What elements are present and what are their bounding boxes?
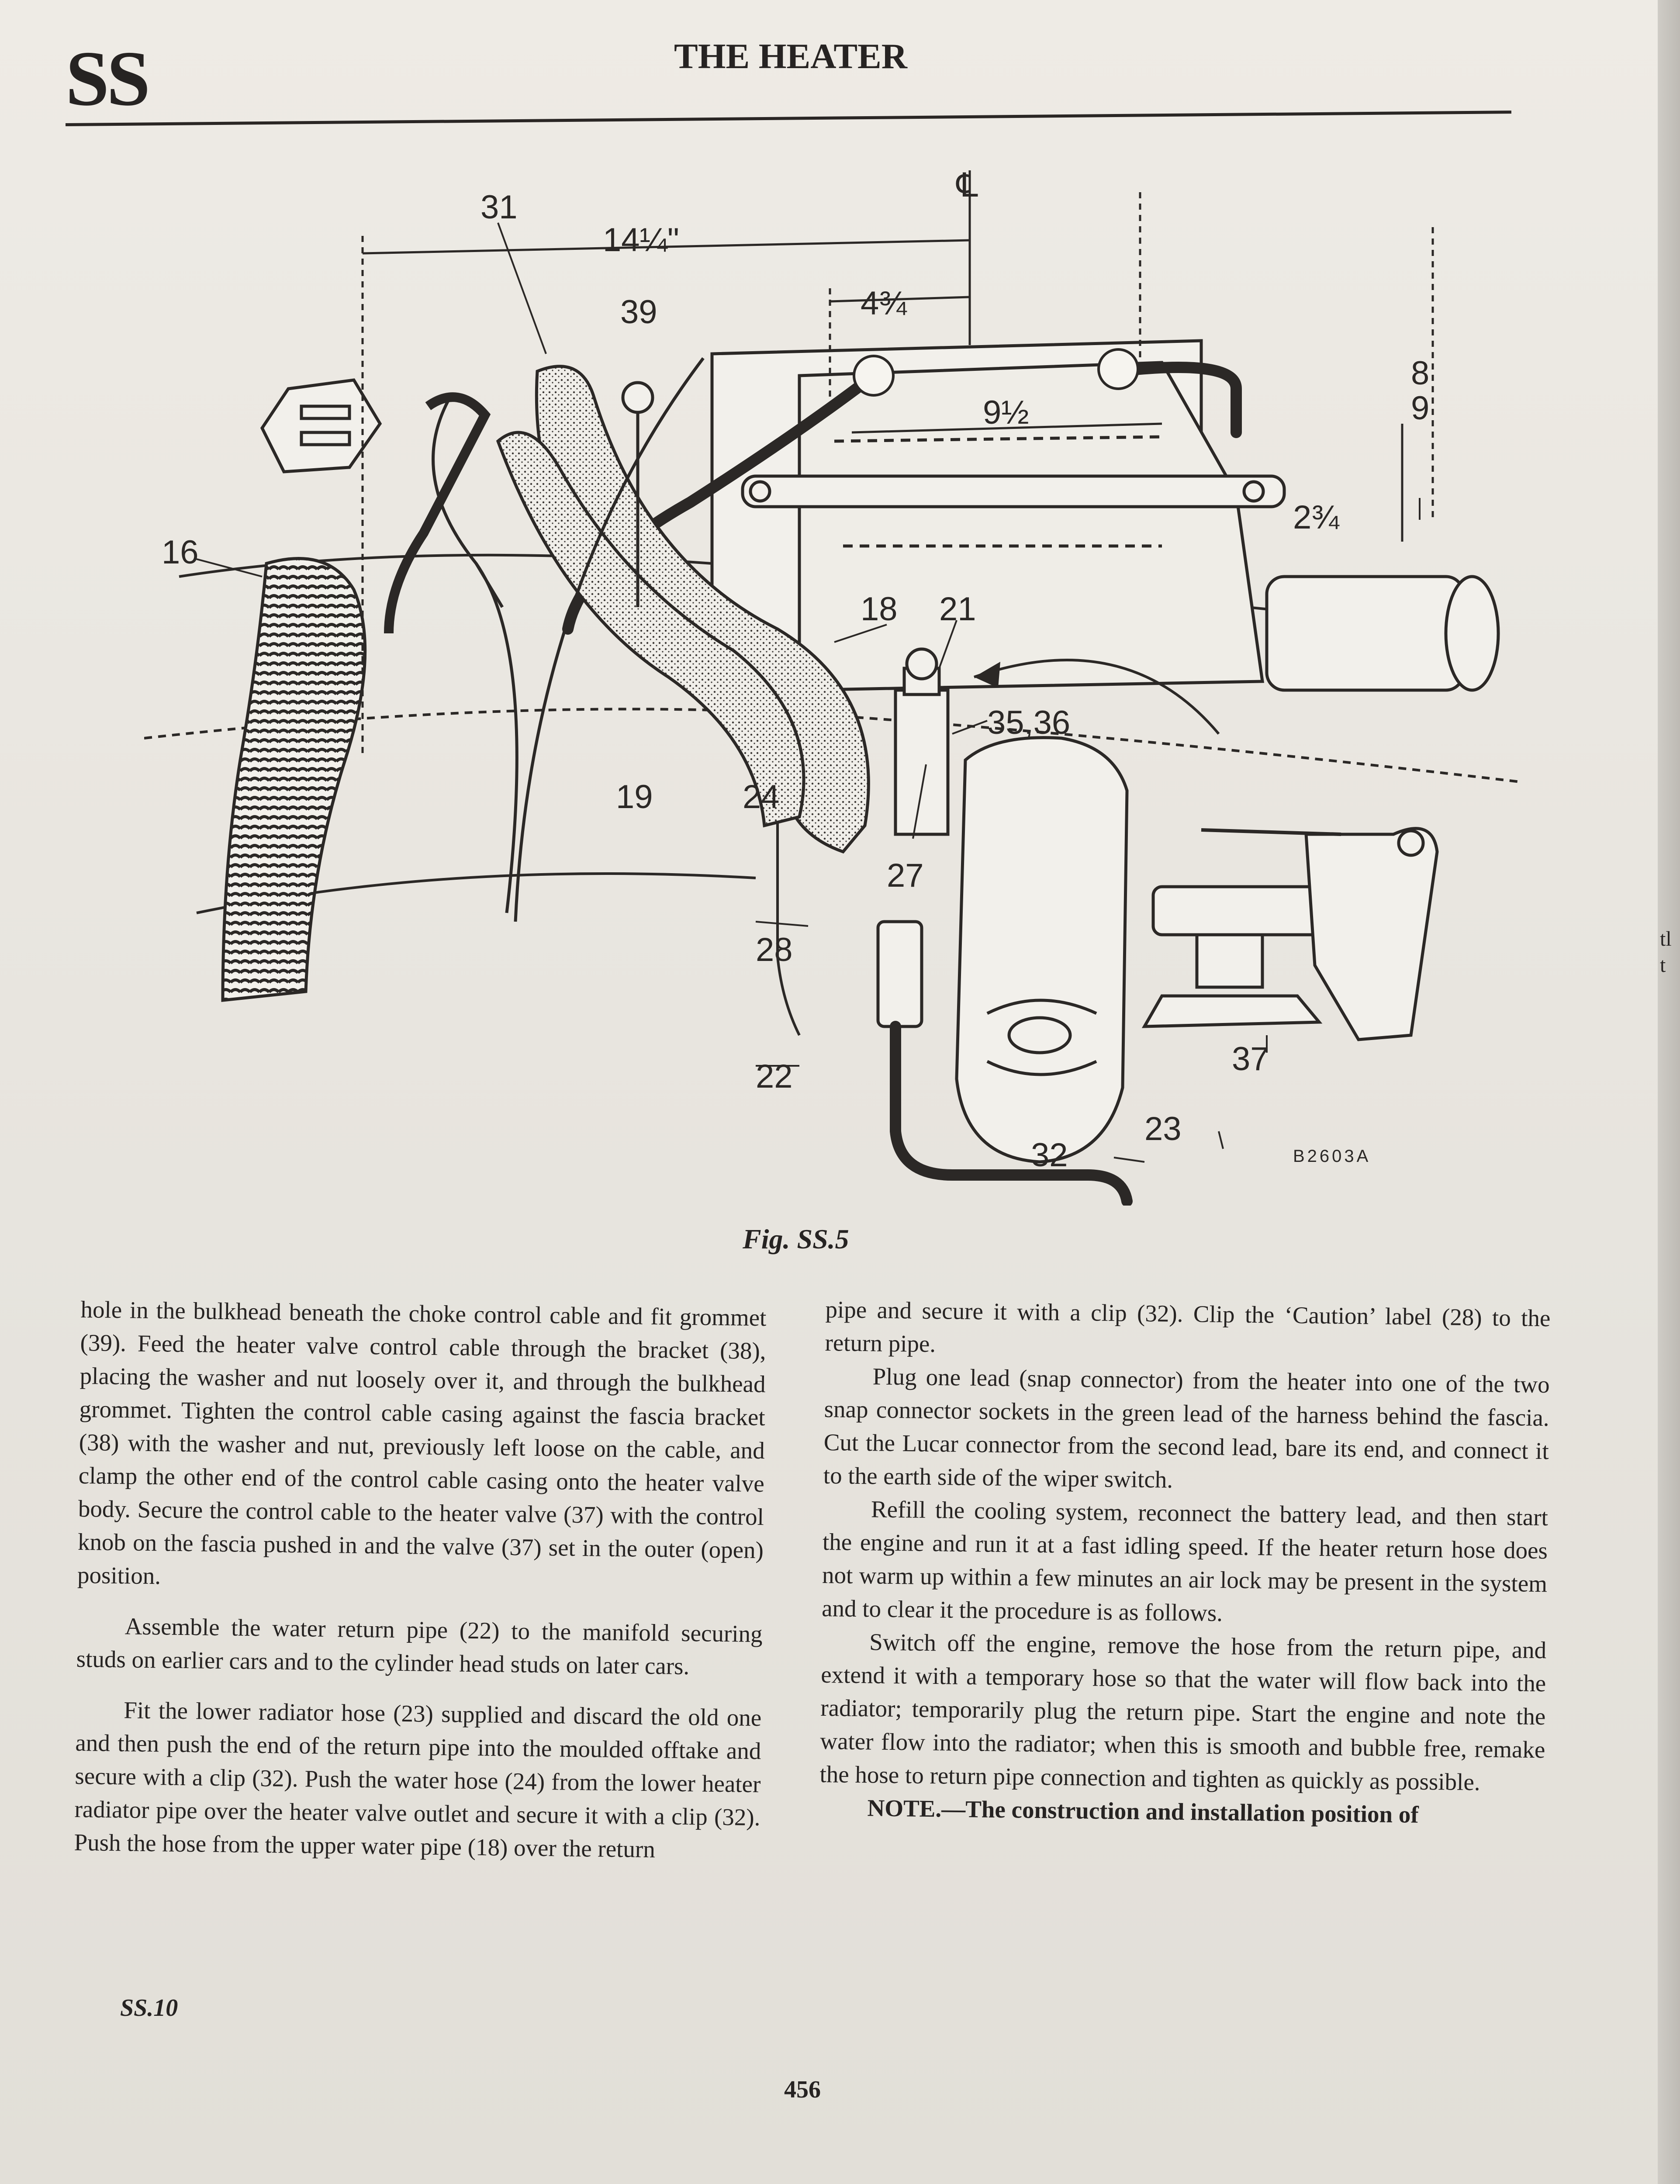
callout-28: 28 xyxy=(756,931,793,968)
paragraph: hole in the bulkhead beneath the choke c… xyxy=(77,1296,767,1590)
edge-fragment-line: tl xyxy=(1660,927,1672,950)
callout-24: 24 xyxy=(743,778,780,816)
heater-installation-diagram: 31 14¼" 39 4¾ 9½ 8 9 16 2¾ 18 21 35,36 1… xyxy=(144,170,1520,1206)
page-title: THE HEATER xyxy=(674,36,907,76)
paragraph: Plug one lead (snap connector) from the … xyxy=(823,1363,1550,1493)
return-pipe xyxy=(890,1021,1133,1206)
callout-22: 22 xyxy=(756,1058,793,1095)
callout-32: 32 xyxy=(1031,1137,1068,1174)
paragraph: Refill the cooling system, reconnect the… xyxy=(821,1496,1549,1627)
page-number: 456 xyxy=(784,2076,821,2103)
callout-14-quarter: 14¼" xyxy=(603,221,679,259)
section-code: SS xyxy=(66,35,150,122)
section-page-reference: SS.10 xyxy=(120,1994,178,2022)
header-rule xyxy=(66,111,1511,126)
left-text-column: hole in the bulkhead beneath the choke c… xyxy=(74,1293,767,1867)
callout-21: 21 xyxy=(939,591,976,628)
dimension-lines xyxy=(361,170,1434,756)
next-page-edge xyxy=(1658,0,1680,2184)
callout-8: 8 xyxy=(1411,355,1429,392)
callout-35-36: 35,36 xyxy=(987,704,1070,741)
control-valve-assembly xyxy=(1141,827,1439,1041)
callout-37: 37 xyxy=(1232,1040,1269,1078)
callout-9-half: 9½ xyxy=(983,394,1029,431)
edge-fragment-line: t xyxy=(1660,954,1666,977)
callout-27: 27 xyxy=(887,857,924,894)
callout-centreline: ℄ xyxy=(956,170,978,204)
heater-motor xyxy=(1265,575,1500,692)
plate-code: B2603A xyxy=(1293,1147,1371,1166)
callout-16: 16 xyxy=(162,534,199,571)
paragraph: pipe and secure it with a clip (32). Cli… xyxy=(825,1296,1551,1358)
leader-lines xyxy=(196,222,1421,1163)
paragraph: Assemble the water return pipe (22) to t… xyxy=(76,1613,763,1680)
callout-18: 18 xyxy=(861,591,898,628)
heater-unit xyxy=(710,339,1286,692)
curved-arrow xyxy=(974,659,1220,735)
callout-23: 23 xyxy=(1144,1110,1182,1147)
figure-caption: Fig. SS.5 xyxy=(743,1223,849,1254)
cylinder-head xyxy=(955,736,1129,1164)
paragraph: Switch off the engine, remove the hose f… xyxy=(819,1628,1547,1796)
callout-9: 9 xyxy=(1411,390,1429,427)
callout-4-three-quarter: 4¾ xyxy=(861,285,907,322)
control-cables xyxy=(432,357,705,922)
paragraph: Fit the lower radiator hose (23) supplie… xyxy=(74,1697,762,1863)
heater-valve xyxy=(876,647,950,1028)
callout-2-three-quarter: 2¾ xyxy=(1293,499,1340,536)
callout-31: 31 xyxy=(480,189,518,226)
air-duct-hose xyxy=(221,557,367,1002)
next-page-text-fragment: tl t xyxy=(1660,926,1672,978)
right-text-column: pipe and secure it with a clip (32). Cli… xyxy=(819,1293,1551,1833)
callout-19: 19 xyxy=(616,778,653,816)
callout-39: 39 xyxy=(620,294,657,331)
